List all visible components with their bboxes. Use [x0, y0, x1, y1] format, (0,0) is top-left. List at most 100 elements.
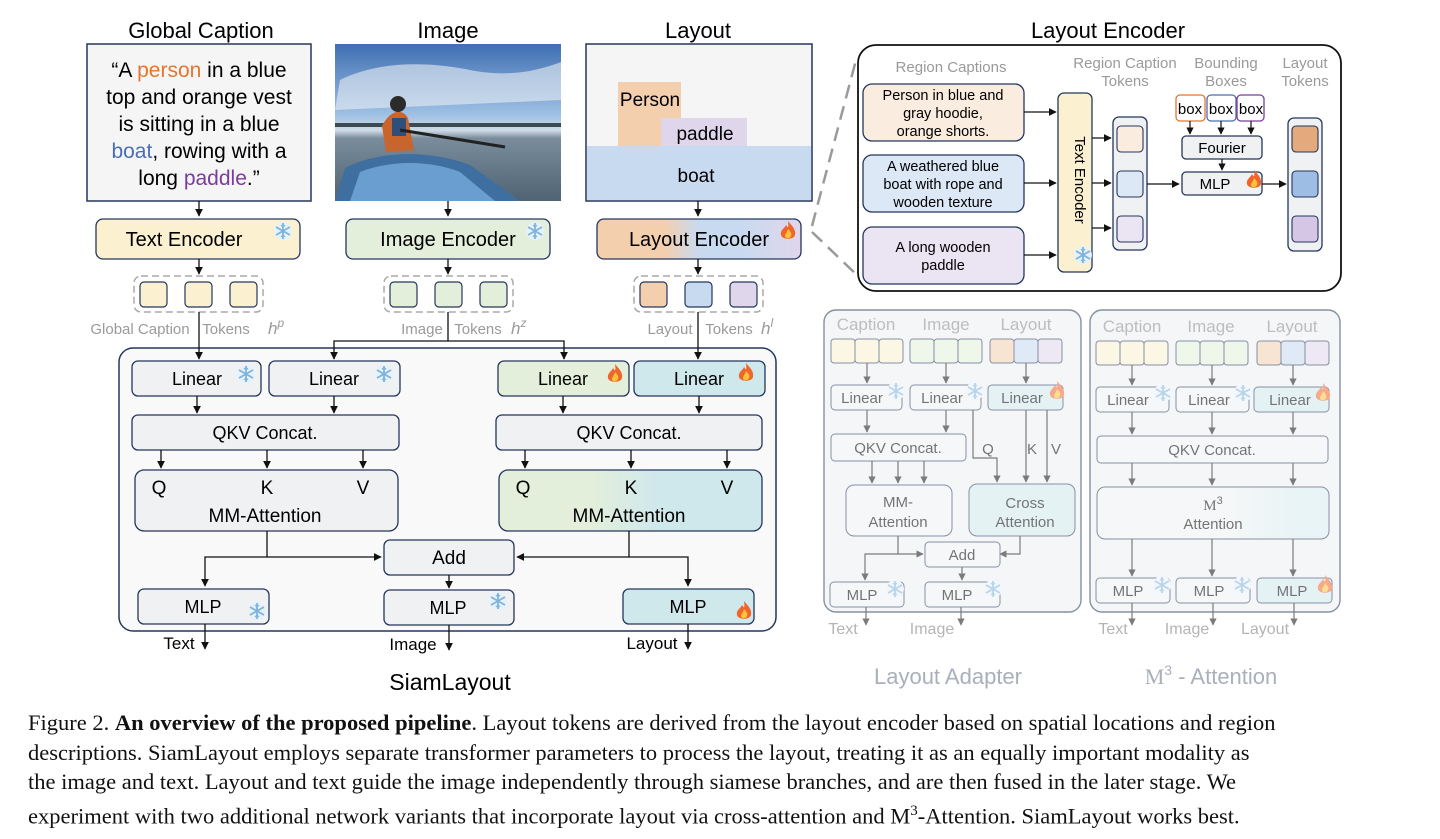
caption-line: experiment with two additional network v…	[28, 797, 1418, 831]
adapter-add-label: Add	[949, 547, 976, 564]
layout-encoder-label: Layout Encoder	[629, 229, 769, 251]
region-captions-header: Region Captions	[896, 59, 1007, 76]
adapter-q-label: Q	[982, 441, 994, 458]
adapter-qkv-label: QKV Concat.	[854, 440, 942, 457]
siamlayout-title: SiamLayout	[389, 669, 511, 695]
layout-tokens-header: Layout	[1282, 55, 1328, 72]
snowflake-icon	[1232, 575, 1252, 595]
region-caption-line: gray hoodie,	[903, 106, 983, 122]
token-label-layout: Layout	[647, 321, 693, 338]
m3-output-layout: Layout	[1241, 621, 1290, 638]
snowflake-icon	[885, 579, 905, 599]
layout-tokens-header: Tokens	[1281, 73, 1329, 90]
linear-label: Linear	[538, 369, 588, 389]
mm-attention-right	[498, 469, 763, 532]
global-caption-box	[86, 43, 312, 202]
adapter-v-label: V	[1051, 441, 1061, 458]
adapter-linear-label: Linear	[841, 390, 883, 407]
q-label: Q	[516, 478, 531, 499]
output-layout-label: Layout	[626, 634, 677, 653]
m3-attention-label: Attention	[1183, 516, 1242, 533]
mlp-label: MLP	[429, 598, 466, 618]
bounding-boxes-header: Boxes	[1205, 73, 1247, 90]
m3-output-text: Text	[1098, 621, 1128, 638]
output-image-label: Image	[389, 635, 436, 654]
v-label: V	[357, 478, 370, 499]
bbox-label: box	[1209, 101, 1234, 118]
layout-region-boat	[587, 146, 811, 200]
mlp-text	[137, 588, 270, 625]
layout-region-paddle	[661, 118, 747, 150]
qkv-label: QKV Concat.	[576, 423, 681, 443]
caption-line: descriptions. SiamLayout employs separat…	[28, 739, 1250, 765]
text-encoder-vertical-label: Text Encoder	[1071, 136, 1088, 224]
region-caption-line: wooden texture	[892, 195, 992, 211]
m3-qkv-label: QKV Concat.	[1168, 442, 1256, 459]
m3-output-image: Image	[1165, 621, 1210, 638]
caption-superscript: 3	[910, 802, 918, 819]
m3-mlp-label: MLP	[1113, 583, 1144, 600]
m3-caption-label: Caption	[1103, 317, 1162, 336]
region-caption-line: orange shorts.	[897, 124, 990, 140]
fourier-label: Fourier	[1198, 140, 1246, 157]
m3-attention-panel: Caption Image Layout Linear Linear Linea…	[1089, 309, 1341, 638]
caption-line-2: top and orange vest	[106, 86, 292, 109]
token-label-tokens: Tokens	[202, 321, 250, 338]
snowflake-icon	[886, 381, 906, 401]
region-caption-line: Person in blue and	[883, 88, 1004, 104]
token-label-tokens: Tokens	[705, 321, 753, 338]
token-label-tokens: Tokens	[454, 321, 502, 338]
region-caption-tokens-header: Tokens	[1101, 73, 1149, 90]
m3-linear-label: Linear	[1269, 392, 1311, 409]
token-symbol-hp: hp	[268, 316, 284, 338]
m3-attention-title: M3 - Attention	[1145, 662, 1278, 689]
adapter-linear-label: Linear	[921, 390, 963, 407]
header-image: Image	[417, 18, 478, 43]
adapter-mlp-label: MLP	[942, 587, 973, 604]
snowflake-icon	[965, 381, 985, 401]
snowflake-icon	[983, 579, 1003, 599]
adapter-cross-label: Cross	[1005, 495, 1044, 512]
linear-label: Linear	[309, 369, 359, 389]
snowflake-icon	[1153, 383, 1173, 403]
bbox-label: box	[1239, 101, 1264, 118]
region-caption-line: boat with rope and	[883, 177, 1002, 193]
encoder-mlp-label: MLP	[1200, 176, 1231, 193]
region-caption-tokens-header: Region Caption	[1073, 55, 1176, 72]
adapter-layout-label: Layout	[1000, 315, 1051, 334]
caption-line-1: “A person in a blue	[111, 59, 286, 82]
adapter-mm-label: Attention	[868, 514, 927, 531]
m3-linear-label: Linear	[1107, 392, 1149, 409]
add-label: Add	[432, 548, 466, 569]
snowflake-icon	[1233, 383, 1253, 403]
layout-encoder-box	[596, 218, 802, 260]
layout-label-paddle: paddle	[676, 124, 733, 145]
k-label: K	[625, 478, 638, 499]
bbox-label: box	[1178, 101, 1203, 118]
q-label: Q	[152, 478, 167, 499]
caption-line: Figure 2. An overview of the proposed pi…	[28, 708, 1418, 738]
caption-line-5: long paddle.”	[138, 167, 259, 190]
bounding-boxes-header: Bounding	[1194, 55, 1257, 72]
text-encoder-label: Text Encoder	[126, 229, 243, 251]
adapter-output-text: Text	[828, 621, 858, 638]
m3-mlp-label: MLP	[1194, 583, 1225, 600]
adapter-linear-label: Linear	[1001, 390, 1043, 407]
caption-text: . Layout tokens are derived from the lay…	[471, 710, 1276, 735]
header-layout-encoder: Layout Encoder	[1031, 18, 1185, 43]
snowflake-icon	[236, 364, 256, 384]
layout-tokens	[633, 275, 764, 313]
snowflake-icon	[1152, 575, 1172, 595]
snowflake-icon	[1073, 245, 1093, 265]
input-photo	[335, 44, 561, 201]
token-label-image: Image	[401, 321, 443, 338]
figure-caption: Figure 2. An overview of the proposed pi…	[28, 708, 1418, 831]
adapter-image-label: Image	[922, 315, 969, 334]
mlp-label: MLP	[184, 597, 221, 617]
header-layout: Layout	[665, 18, 731, 43]
linear-label: Linear	[674, 369, 724, 389]
m3-linear-label: Linear	[1188, 392, 1230, 409]
output-text-label: Text	[163, 634, 194, 653]
region-caption-line: A weathered blue	[887, 159, 999, 175]
token-symbol-hl: hl	[761, 316, 773, 338]
